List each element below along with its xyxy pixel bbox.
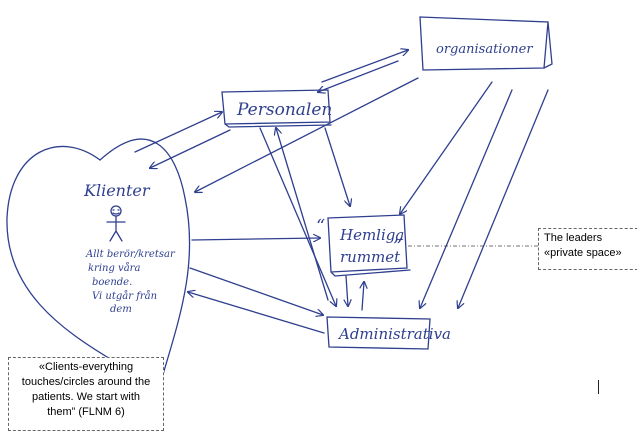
hemliga-label-line-1: Hemliga <box>339 226 404 244</box>
hemliga-quote-open: “ <box>316 216 325 237</box>
arrow-admin-to-klienter <box>188 292 325 334</box>
clients-quote-box: «Clients-everything touches/circles arou… <box>8 357 164 431</box>
arrow-org-to-admin-2 <box>458 89 549 308</box>
arrow-org-to-admin-1 <box>420 89 513 308</box>
arrow-personalen-to-org <box>321 50 408 83</box>
text-cursor <box>598 380 599 394</box>
clients-quote-line-2: touches/circles around the <box>21 376 151 388</box>
administrativa-label: Administrativa <box>337 325 451 343</box>
arrow-klienter-to-personalen <box>134 112 222 153</box>
arrow-org-to-hemliga <box>400 81 493 214</box>
clients-quote-line-3: patients. We start with <box>31 391 140 403</box>
personalen-label: Personalen <box>236 100 332 120</box>
arrow-org-to-personalen <box>318 60 399 92</box>
klienter-note-line-1: Allt berör/kretsar <box>85 249 176 260</box>
klienter-note-line-3: boende. <box>92 277 132 288</box>
arrow-org-to-klienter <box>195 77 419 192</box>
klienter-note-line-5: dem <box>110 304 132 315</box>
arrow-personalen-to-klienter <box>150 129 231 168</box>
leaders-quote-line-2: «private space» <box>544 247 622 259</box>
clients-quote-line-4: them” (FLNM 6) <box>47 406 125 418</box>
hemliga-quote-close: ” <box>393 236 402 257</box>
arrow-klienter-to-hemliga <box>191 238 320 240</box>
arrow-personalen-to-hemliga <box>324 127 350 206</box>
klienter-note-line-2: kring våra <box>88 262 140 274</box>
arrow-personalen-to-admin <box>259 127 336 306</box>
leaders-quote-line-1: The leaders <box>544 232 603 244</box>
arrow-admin-to-hemliga <box>362 282 364 311</box>
clients-quote-line-1: «Clients-everything <box>38 361 134 373</box>
klienter-label: Klienter <box>83 181 151 200</box>
arrow-hemliga-to-admin <box>346 275 348 306</box>
arrow-klienter-to-admin <box>189 267 323 315</box>
klienter-note-line-4: Vi utgår från <box>92 290 157 302</box>
leaders-quote-box: The leaders «private space» <box>538 228 637 270</box>
hemliga-label-line-2: rummet <box>340 248 401 266</box>
hemliga-box <box>327 214 411 277</box>
stick-figure-icon <box>106 205 126 242</box>
arrow-admin-to-personalen <box>276 128 329 301</box>
organisation-box <box>419 16 553 71</box>
organisation-label: organisationer <box>436 42 533 57</box>
administrativa-box <box>326 316 431 350</box>
